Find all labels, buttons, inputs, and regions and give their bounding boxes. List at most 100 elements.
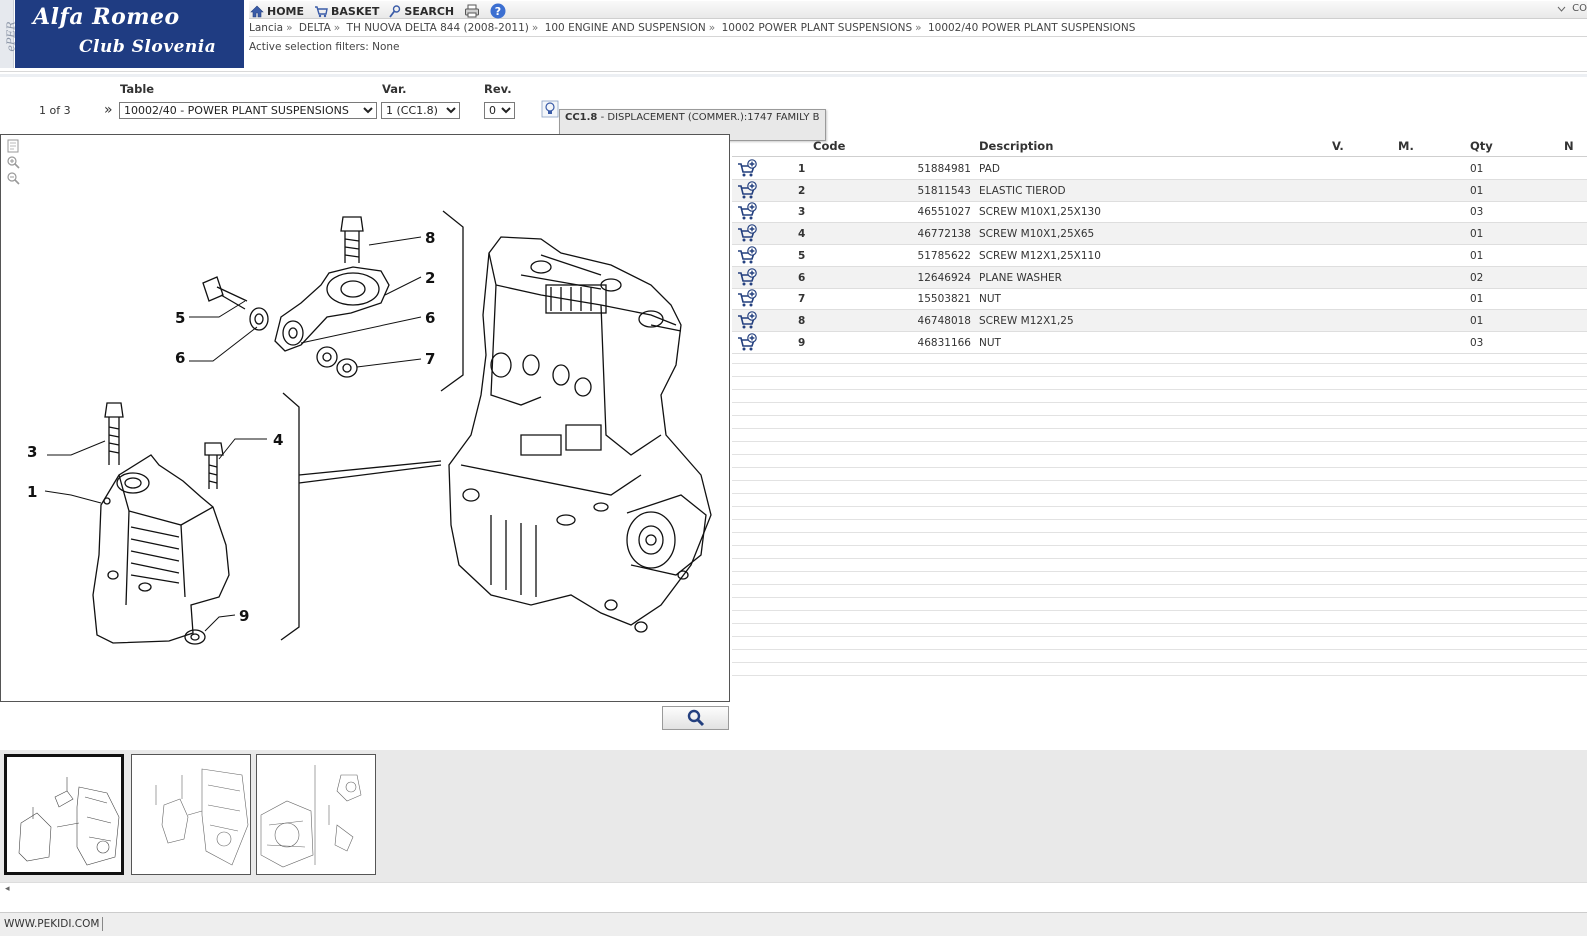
home-button[interactable]: HOME: [250, 5, 304, 18]
exploded-view-drawing[interactable]: 8 2 5 6 6 7 3 4 1 9: [0, 134, 730, 702]
part-code[interactable]: 46748018: [917, 314, 971, 327]
callout-6[interactable]: 6: [175, 349, 185, 367]
part-code[interactable]: 51811543: [917, 184, 971, 197]
callout-5[interactable]: 5: [175, 309, 185, 327]
callout-9[interactable]: 9: [239, 607, 249, 625]
language-selector[interactable]: CO: [1557, 3, 1587, 14]
thumbnail-table-2[interactable]: [131, 754, 251, 875]
variant-select[interactable]: 1 (CC1.8): [381, 102, 460, 119]
variant-info-button[interactable]: [541, 100, 559, 118]
empty-table-line: [732, 662, 1587, 664]
fit-page-icon[interactable]: [6, 139, 20, 153]
callout-4[interactable]: 4: [273, 431, 283, 449]
part-position: 5: [798, 249, 806, 262]
add-to-basket-icon[interactable]: [736, 159, 758, 179]
breadcrumb-item[interactable]: 10002 POWER PLANT SUSPENSIONS: [721, 22, 913, 34]
next-table-button[interactable]: »: [104, 102, 113, 118]
zoom-drawing-button[interactable]: [662, 706, 729, 730]
part-quantity: 01: [1470, 249, 1484, 262]
part-description: SCREW M12X1,25: [979, 314, 1074, 327]
breadcrumb-item[interactable]: 10002/40 POWER PLANT SUSPENSIONS: [927, 22, 1136, 34]
part-code[interactable]: 46831166: [917, 336, 971, 349]
empty-table-line: [732, 636, 1587, 638]
part-description: NUT: [979, 336, 1001, 349]
empty-table-line: [732, 597, 1587, 599]
part-description: NUT: [979, 293, 1001, 306]
callout-7[interactable]: 7: [425, 350, 435, 368]
breadcrumb-item[interactable]: TH NUOVA DELTA 844 (2008-2011): [346, 22, 529, 34]
wrench-search-icon: [389, 4, 401, 18]
part-code[interactable]: 51785622: [917, 249, 971, 262]
breadcrumb-item[interactable]: Lancia: [249, 22, 284, 34]
column-header-code: Code: [813, 139, 846, 153]
add-to-basket-icon[interactable]: [736, 202, 758, 222]
part-position: 7: [798, 293, 806, 306]
part-position: 6: [798, 271, 806, 284]
part-code[interactable]: 51884981: [917, 163, 971, 175]
basket-button[interactable]: BASKET: [314, 5, 379, 18]
logo-line-1: Alfa Romeo: [33, 4, 180, 30]
search-button[interactable]: SEARCH: [389, 5, 454, 18]
logo-line-2: Club Slovenia: [79, 37, 217, 57]
add-to-basket-icon[interactable]: [736, 332, 758, 353]
empty-table-line: [732, 415, 1587, 417]
empty-table-line: [732, 571, 1587, 573]
callout-1[interactable]: 1: [27, 483, 37, 501]
help-button[interactable]: ?: [490, 3, 506, 19]
part-position: 4: [798, 228, 806, 241]
club-logo: Alfa Romeo Club Slovenia: [15, 0, 244, 68]
empty-table-line: [732, 623, 1587, 625]
chevron-down-icon: [1557, 6, 1566, 12]
add-to-basket-icon[interactable]: [736, 311, 758, 331]
revision-select[interactable]: 0: [484, 102, 515, 119]
part-code[interactable]: 46551027: [917, 206, 971, 219]
thumbnail-table-1[interactable]: [4, 754, 124, 875]
part-quantity: 03: [1470, 206, 1484, 219]
breadcrumb-item[interactable]: DELTA: [298, 22, 331, 34]
footer-link[interactable]: WWW.PEKIDI.COM: [4, 918, 100, 930]
add-to-basket-icon[interactable]: [736, 289, 758, 309]
callout-8[interactable]: 8: [425, 229, 435, 247]
empty-table-line: [732, 506, 1587, 508]
add-to-basket-icon[interactable]: [736, 245, 758, 266]
printer-icon: [465, 4, 480, 18]
part-code[interactable]: 12646924: [917, 271, 971, 284]
zoom-in-icon[interactable]: [6, 155, 20, 169]
part-quantity: 01: [1470, 228, 1484, 241]
callout-6[interactable]: 6: [425, 309, 435, 327]
thumbnail-scrollbar[interactable]: ◂: [0, 882, 1587, 896]
callout-3[interactable]: 3: [27, 443, 37, 461]
part-quantity: 02: [1470, 271, 1484, 284]
column-header-qty: Qty: [1470, 139, 1493, 153]
search-label: SEARCH: [404, 4, 455, 18]
part-code[interactable]: 15503821: [917, 293, 971, 306]
add-to-basket-icon[interactable]: [736, 224, 758, 244]
table-select[interactable]: 10002/40 - POWER PLANT SUSPENSIONS: [119, 102, 377, 119]
column-header-m: M.: [1398, 139, 1414, 153]
callout-2[interactable]: 2: [425, 269, 435, 287]
table-row[interactable]: 3 46551027 SCREW M10X1,25X130 03: [732, 201, 1587, 224]
add-to-basket-icon[interactable]: [736, 180, 758, 201]
table-label: Table: [120, 82, 155, 96]
part-description: SCREW M10X1,25X130: [979, 206, 1101, 219]
print-button[interactable]: [464, 4, 480, 18]
tooltip-code: CC1.8: [565, 112, 598, 123]
part-description: PAD: [979, 163, 1000, 175]
thumbnail-drawing-2: [155, 768, 249, 866]
thumbnail-table-3[interactable]: [256, 754, 376, 875]
part-code[interactable]: 46772138: [917, 228, 971, 241]
side-brand-strip: ePER: [0, 0, 18, 68]
zoom-out-icon[interactable]: [6, 171, 20, 185]
scroll-left-arrow-icon[interactable]: ◂: [5, 884, 10, 894]
add-to-basket-icon[interactable]: [736, 267, 758, 288]
part-position: 3: [798, 206, 806, 219]
breadcrumb-item[interactable]: 100 ENGINE AND SUSPENSION: [544, 22, 706, 34]
